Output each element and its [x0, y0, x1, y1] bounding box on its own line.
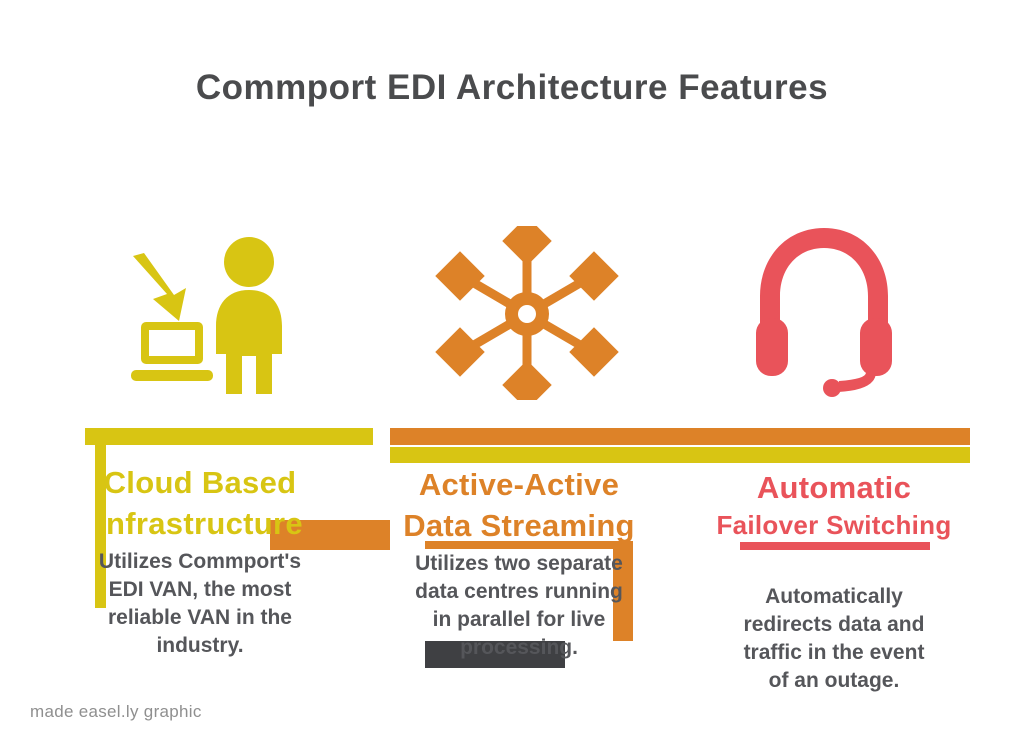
- accent-block-dark-col2: [425, 641, 565, 668]
- accent-vbar-yellow-left: [95, 445, 106, 608]
- description-line: traffic in the event: [743, 641, 925, 664]
- description-line: in parallel for live: [432, 608, 606, 631]
- credit-watermark: made easel.ly graphic: [30, 702, 202, 721]
- description-line: industry.: [156, 634, 244, 657]
- description-line: of an outage.: [768, 669, 900, 692]
- description-line: redirects data and: [743, 613, 925, 636]
- user-computer-icon: [125, 226, 297, 396]
- feature-description: Automatically redirects data and traffic…: [684, 583, 984, 695]
- accent-bar-orange-top: [390, 428, 970, 445]
- feature-heading-line: Data Streaming: [403, 508, 635, 543]
- accent-bar-yellow-top: [85, 428, 373, 445]
- feature-description: Utilizes two separate data centres runni…: [369, 550, 669, 662]
- network-hub-icon: [432, 216, 622, 410]
- accent-underline-orange-col2: [425, 541, 633, 549]
- headset-icon: [740, 220, 908, 398]
- accent-bar-yellow-bottom: [390, 447, 970, 463]
- feature-heading-line: Active-Active: [418, 467, 620, 502]
- description-line: Automatically: [765, 585, 903, 608]
- feature-heading-line: Failover Switching: [716, 510, 952, 540]
- description-line: processing.: [460, 636, 578, 659]
- feature-heading-line: Infrastructure: [97, 506, 303, 541]
- description-line: Utilizes Commport's: [98, 550, 302, 573]
- accent-block-orange-col1: [270, 520, 390, 550]
- feature-heading-line: Cloud Based: [103, 465, 297, 500]
- description-line: Utilizes two separate: [415, 552, 623, 575]
- page-title: Commport EDI Architecture Features: [195, 68, 829, 107]
- description-line: data centres running: [415, 580, 623, 603]
- accent-vbar-orange-col2: [613, 541, 633, 641]
- feature-heading-line: Automatic: [756, 470, 912, 505]
- accent-underline-red-col3: [740, 542, 930, 550]
- description-line: reliable VAN in the: [108, 606, 292, 629]
- description-line: EDI VAN, the most: [108, 578, 292, 601]
- feature-description: Utilizes Commport's EDI VAN, the most re…: [50, 548, 350, 660]
